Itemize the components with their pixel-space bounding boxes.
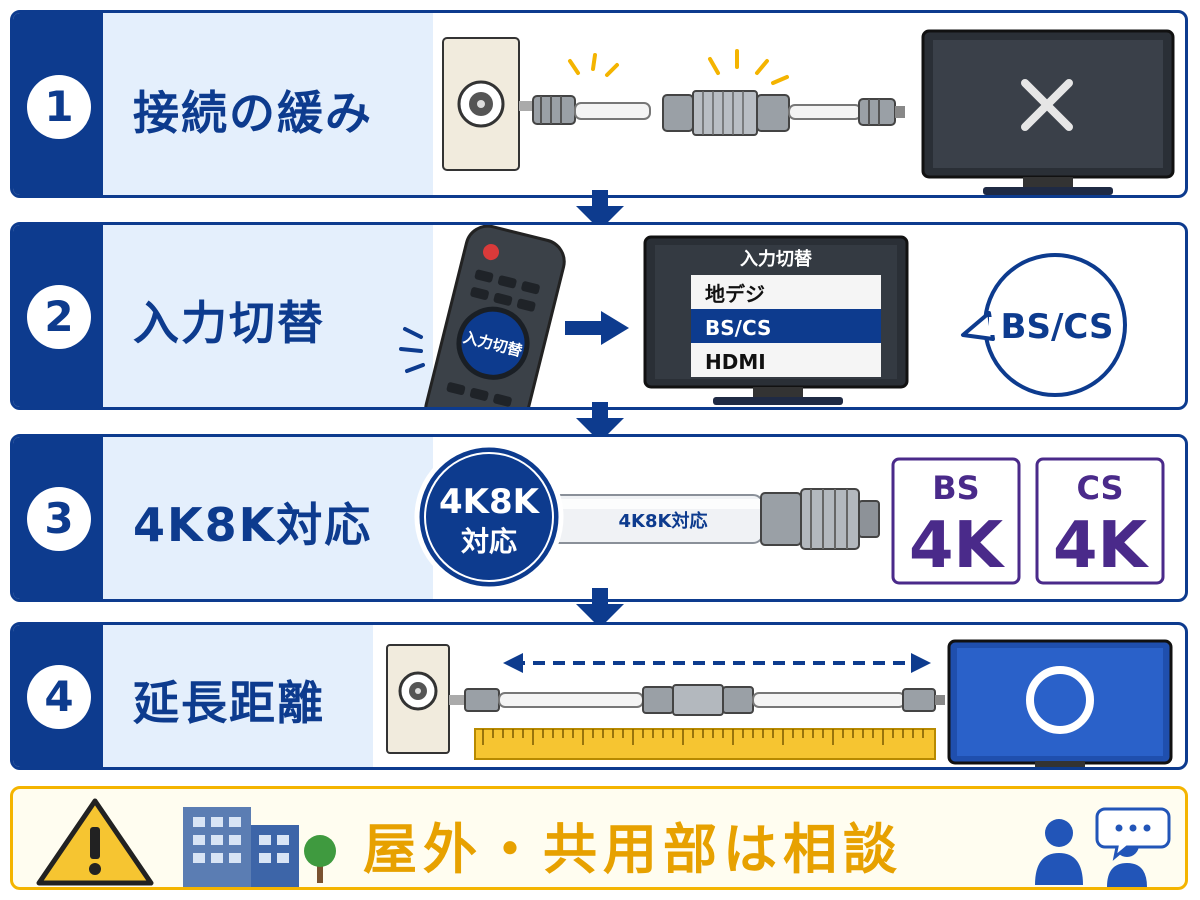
step-1-illustration [442,29,1175,195]
speech-text: BS/CS [1001,307,1114,347]
people-chat-icon [1035,807,1171,887]
tv-icon [921,29,1175,195]
x-mark-icon [1021,79,1073,131]
step-3-illustration: 4K8K対応 4K8K 対応 BS 4K CS 4K [414,442,1165,592]
step-2-panel: 2 入力切替 入力切替 [10,222,1188,410]
down-arrow-icon [576,402,624,442]
step-number: 4 [27,665,91,729]
cs-4k-logo [1035,457,1165,585]
cable-icon [449,684,945,716]
tree-icon [304,835,336,883]
step-4-panel: 4 延長距離 [10,622,1188,770]
remote-icon: 入力切替 [424,225,566,407]
step-4-illustration [386,639,1173,767]
distance-arrow-icon [503,653,931,673]
warning-title: 屋外・共用部は相談 [363,818,903,881]
loose-spark-icon [568,53,619,77]
4k8k-badge [414,442,564,592]
logo-bottom-text: 4K [1053,509,1150,583]
connector-icon [858,98,905,126]
circle-mark-icon [1026,666,1094,734]
step-title-bg [103,225,433,407]
badge-line-2: 対応 [461,525,517,558]
wall-socket-icon [386,644,450,754]
menu-title: 入力切替 [740,248,813,270]
step-number: 1 [27,75,91,139]
menu-item: HDMI [705,350,766,374]
right-arrow-icon [565,311,629,345]
cable-label: 4K8K対応 [619,510,708,532]
badge-line-1: 4K8K [439,482,541,522]
step-2-illustration: 入力切替 入力切替 [399,225,1127,407]
building-icon [183,807,299,887]
connector-icon [662,90,790,136]
wall-socket-icon [442,37,520,171]
step-number: 2 [27,285,91,349]
step-1-panel: 1 接続の緩み [10,10,1188,198]
ruler-icon [474,728,936,760]
step-title-bg [103,13,433,195]
step-title: 4K8K対応 [133,498,373,552]
down-arrow-icon [576,588,624,628]
warning-panel: 屋外・共用部は相談 [10,786,1188,890]
step-number: 3 [27,487,91,551]
logo-bottom-text: 4K [909,509,1006,583]
step-title: 接続の緩み [133,86,373,140]
step-3-panel: 3 4K8K対応 4K8K対応 4K8K 対応 [10,434,1188,602]
logo-top-text: CS [1076,469,1123,507]
tv-icon [947,639,1173,767]
warning-illustration [36,798,1171,887]
menu-selection-highlight [691,309,881,343]
step-title-bg [103,437,433,599]
press-lines-icon [399,327,425,373]
cable-icon [512,488,880,550]
speech-bubble-icon [961,253,1127,397]
bs-4k-logo [891,457,1021,585]
step-title: 延長距離 [133,676,325,730]
connector-icon [532,95,576,125]
warning-icon [36,798,154,886]
down-arrow-icon [576,190,624,230]
menu-item: 地デジ [705,282,765,306]
logo-top-text: BS [932,469,979,507]
step-title-bg [103,625,373,767]
menu-item: BS/CS [705,316,771,340]
step-title: 入力切替 [133,296,325,350]
